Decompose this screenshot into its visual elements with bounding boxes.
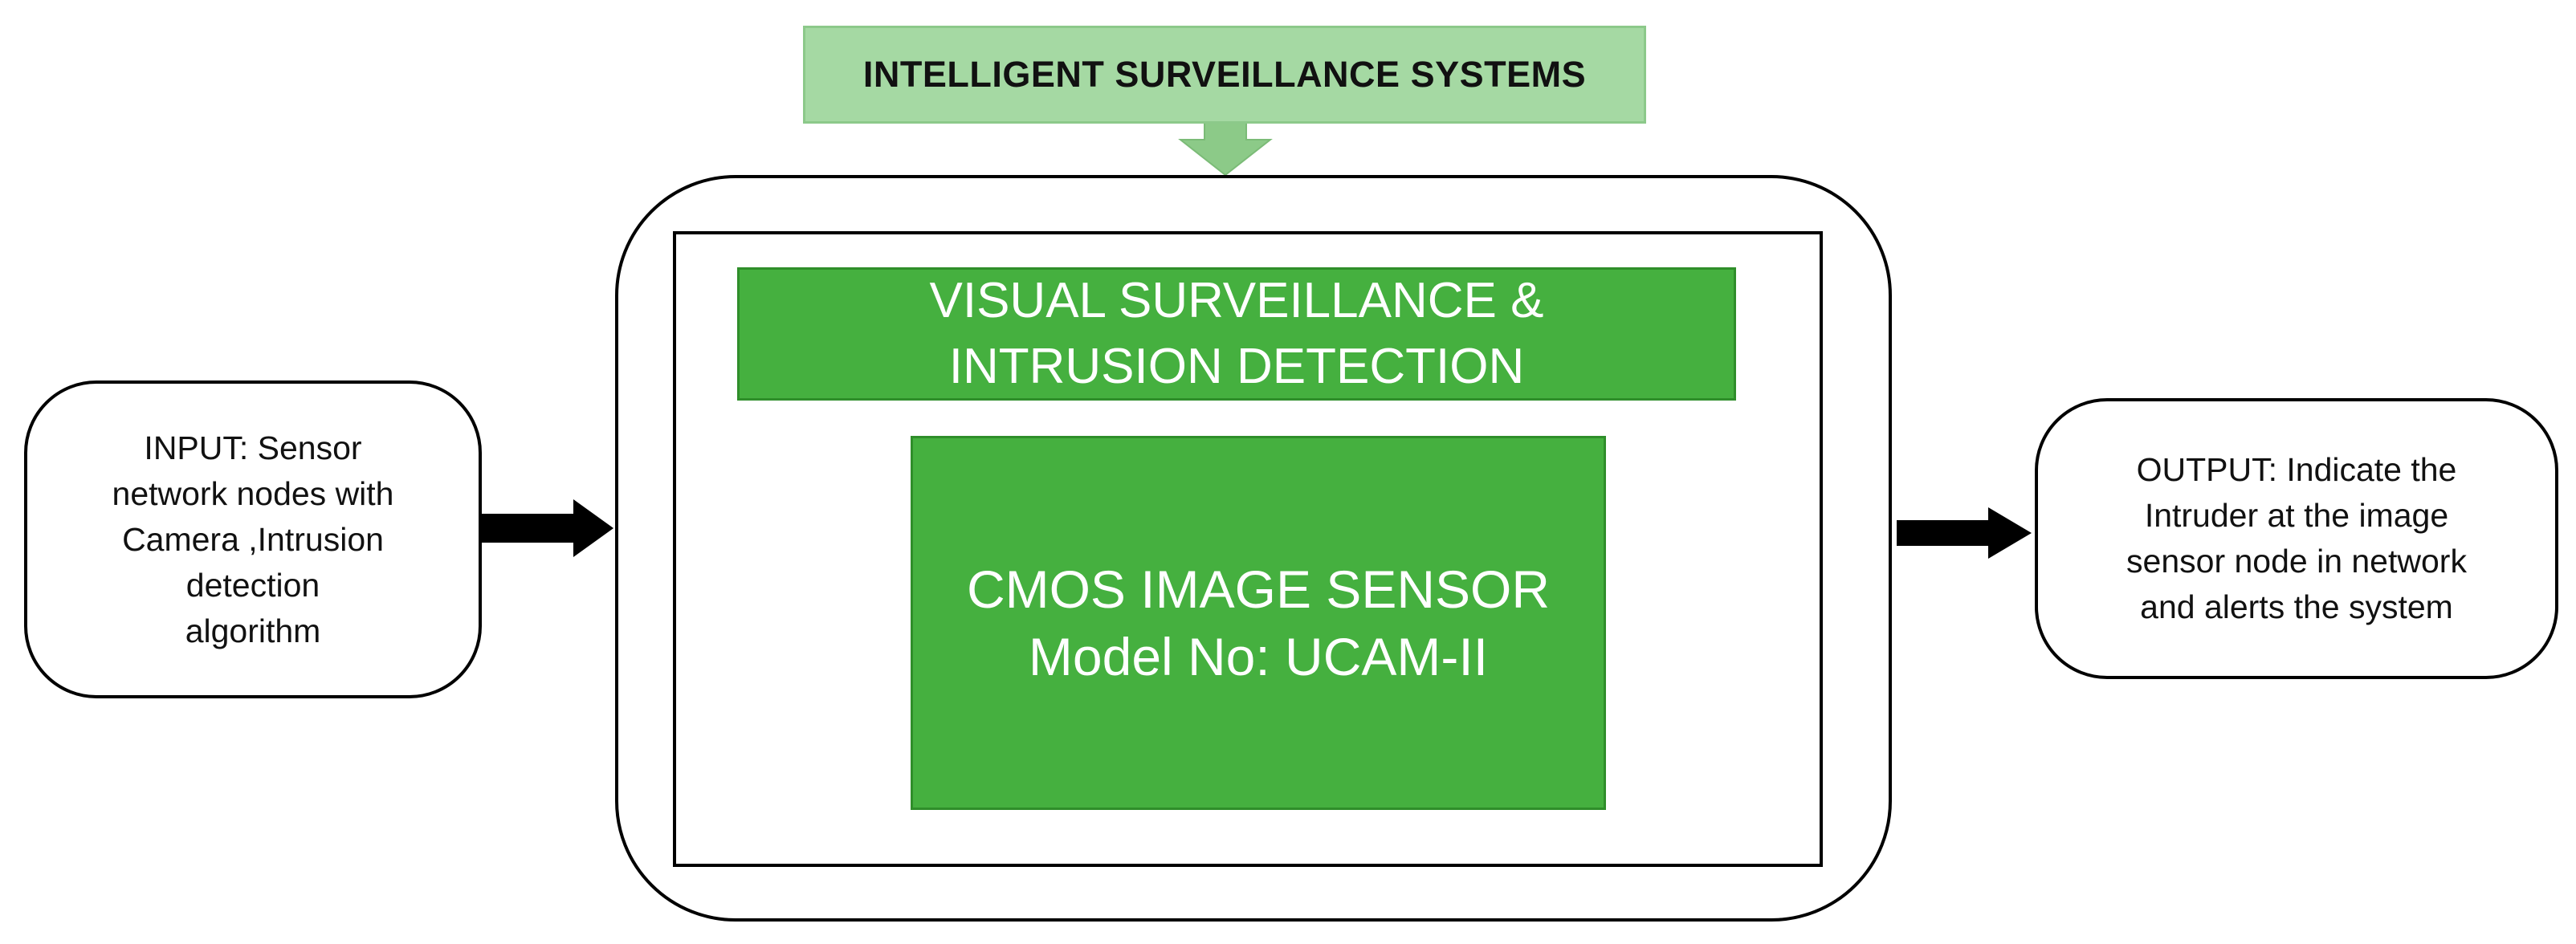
output-right-arrow <box>1897 507 2032 559</box>
title-box: INTELLIGENT SURVEILLANCE SYSTEMS <box>803 26 1646 124</box>
output-label: OUTPUT: Indicate the Intruder at the ima… <box>2126 451 2467 625</box>
cmos-sensor-label: CMOS IMAGE SENSOR Model No: UCAM-II <box>966 559 1551 686</box>
input-label: INPUT: Sensor network nodes with Camera … <box>112 429 394 649</box>
visual-surveillance-label: VISUAL SURVEILLANCE & INTRUSION DETECTIO… <box>929 273 1544 394</box>
diagram-title: INTELLIGENT SURVEILLANCE SYSTEMS <box>862 54 1587 95</box>
input-block: INPUT: Sensor network nodes with Camera … <box>24 380 482 698</box>
cmos-sensor-block: CMOS IMAGE SENSOR Model No: UCAM-II <box>911 436 1606 810</box>
output-block: OUTPUT: Indicate the Intruder at the ima… <box>2035 398 2558 679</box>
input-right-arrow <box>482 499 613 557</box>
visual-surveillance-block: VISUAL SURVEILLANCE & INTRUSION DETECTIO… <box>737 267 1736 401</box>
title-down-arrow <box>1178 121 1273 177</box>
